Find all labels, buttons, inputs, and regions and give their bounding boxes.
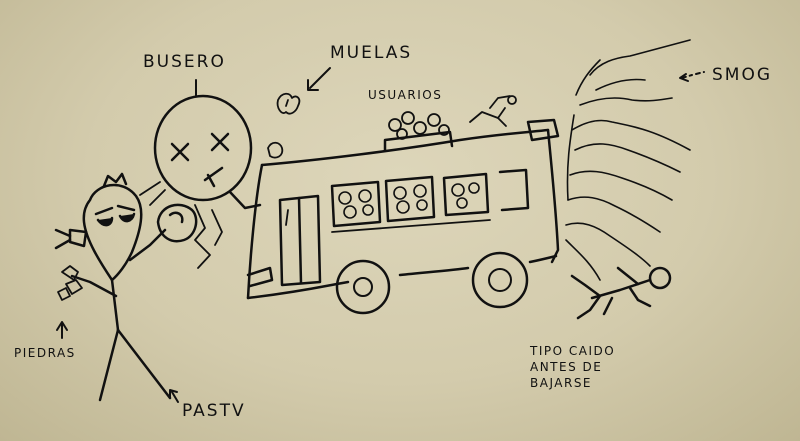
label-usuarios: USUARIOS — [368, 88, 443, 102]
muelas-arrow — [307, 67, 331, 91]
pastv-arrow — [169, 389, 179, 403]
piedras-arrow — [56, 321, 68, 339]
label-pastv: PASTV — [182, 401, 246, 421]
label-busero: BUSERO — [143, 52, 226, 72]
roof-passengers — [388, 95, 517, 140]
smog-arrow — [679, 71, 705, 82]
label-smog: SMOG — [712, 65, 773, 85]
flying-teeth — [267, 92, 301, 159]
busero-figure — [139, 94, 262, 269]
rocks — [57, 265, 83, 301]
label-tipo-caido: TIPO CAIDO ANTES DE BAJARSE — [530, 344, 616, 390]
bus — [246, 118, 560, 315]
label-piedras: PIEDRAS — [14, 346, 76, 360]
smog-clouds — [565, 39, 691, 281]
fallen-man — [570, 266, 672, 320]
label-muelas: MUELAS — [330, 43, 413, 63]
pastv-figure — [54, 172, 198, 402]
